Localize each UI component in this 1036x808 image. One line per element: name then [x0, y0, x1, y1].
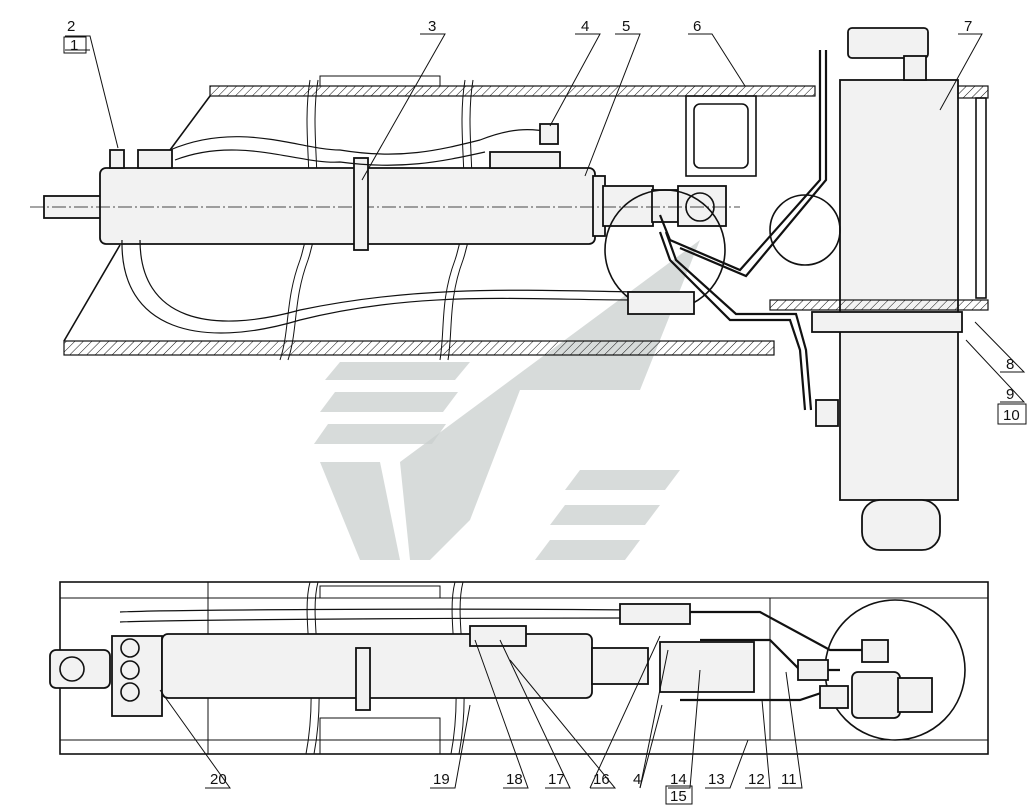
- callout-13: 13: [708, 771, 725, 788]
- hydraulic-cylinder: [99, 167, 596, 245]
- top-frame-plate: [209, 85, 816, 97]
- callout-1: 1: [70, 37, 78, 54]
- callout-12: 12: [748, 771, 765, 788]
- callout-20: 20: [210, 771, 227, 788]
- watermark-logo: [314, 240, 700, 560]
- callout-4-bottom: 4: [633, 771, 641, 788]
- callout-5: 5: [622, 18, 630, 35]
- side-view: [30, 27, 989, 551]
- callout-6: 6: [693, 18, 701, 35]
- callout-7: 7: [964, 18, 972, 35]
- callout-14: 14: [670, 771, 687, 788]
- plan-view: [49, 581, 989, 755]
- callout-11: 11: [781, 771, 797, 788]
- callout-15: 15: [670, 788, 687, 805]
- callout-19: 19: [433, 771, 450, 788]
- callout-8: 8: [1006, 356, 1014, 373]
- callouts: 2 1 3 4 5 6 7 8 9 10 20 19 18 17 16 4 14…: [63, 18, 1027, 805]
- callout-4-top: 4: [581, 18, 589, 35]
- bottom-frame-plate: [63, 340, 775, 356]
- callout-16: 16: [593, 771, 610, 788]
- tank: [839, 79, 959, 501]
- callout-3: 3: [428, 18, 436, 35]
- callout-17: 17: [548, 771, 565, 788]
- callout-2: 2: [67, 18, 75, 35]
- callout-9: 9: [1006, 386, 1014, 403]
- callout-10: 10: [1003, 407, 1020, 424]
- hose-clamp: [353, 157, 369, 251]
- callout-18: 18: [506, 771, 523, 788]
- top-plate-block: [319, 75, 441, 87]
- leader-lines: [65, 33, 1026, 789]
